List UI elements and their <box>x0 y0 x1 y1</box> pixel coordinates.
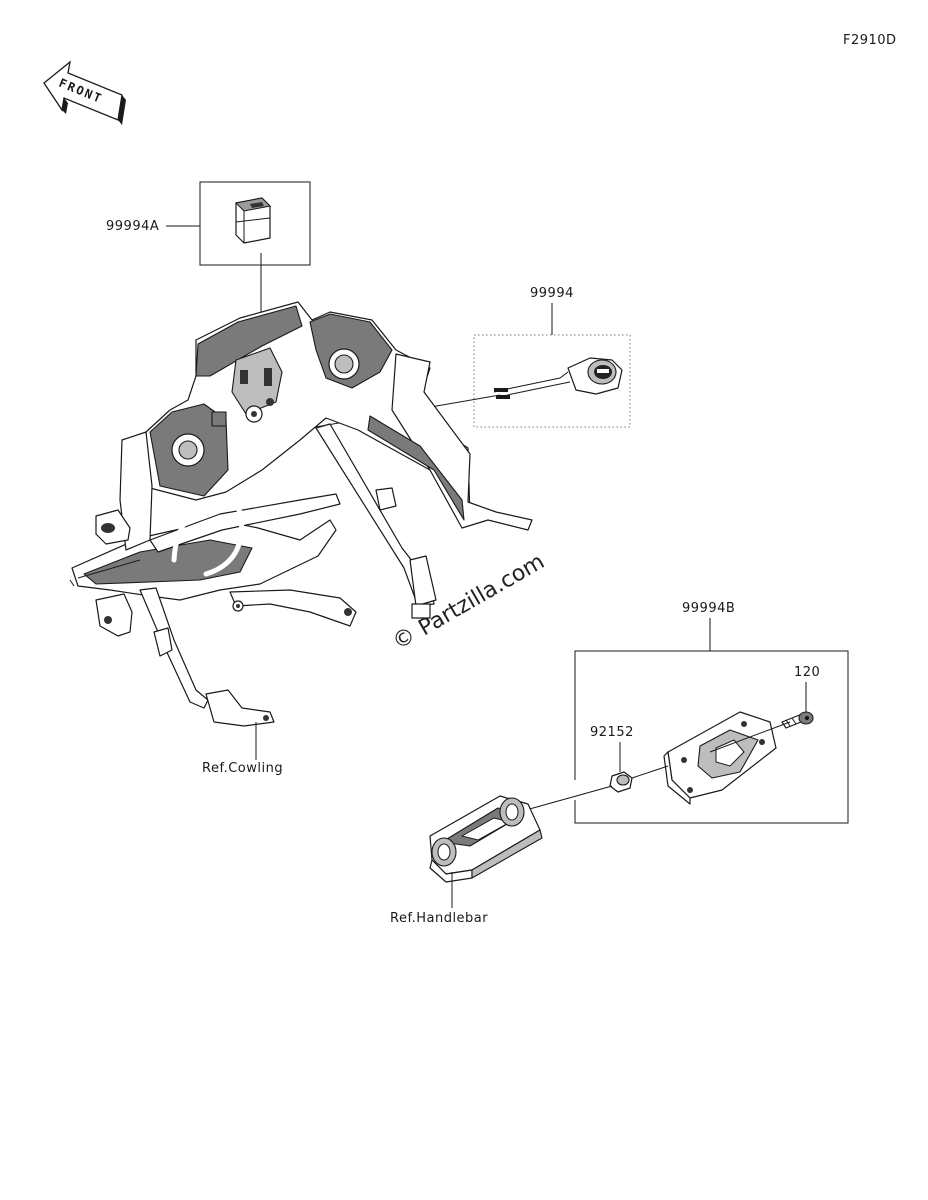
callout-bolt: 120 <box>794 665 820 680</box>
watermark-symbol: © <box>389 623 421 656</box>
usb-socket-icon <box>493 357 623 399</box>
callout-kit-a: 99994A <box>106 219 159 234</box>
relay-connector-icon <box>234 197 272 244</box>
kit-b-box <box>574 650 849 824</box>
collar-to-clamp-leader <box>525 785 613 811</box>
callout-kit-b: 99994B <box>682 601 735 616</box>
callout-collar: 92152 <box>590 725 634 740</box>
front-arrow-icon: FRONT <box>43 60 126 125</box>
figure-code: F2910D <box>843 33 897 48</box>
bolt-to-plate-leader <box>709 721 791 753</box>
callout-usb-socket: 99994 <box>530 286 574 301</box>
kit-a-box <box>199 181 311 266</box>
meter-bracket-frame <box>69 301 533 727</box>
handlebar-clamp-icon <box>429 795 543 883</box>
ref-handlebar-label: Ref.Handlebar <box>390 911 488 926</box>
collar-icon <box>609 771 633 793</box>
collar-to-plate-leader <box>631 765 669 779</box>
ref-cowling-label: Ref.Cowling <box>202 761 283 776</box>
bolt-icon <box>781 711 814 729</box>
mount-bracket-plate-icon <box>663 711 777 805</box>
